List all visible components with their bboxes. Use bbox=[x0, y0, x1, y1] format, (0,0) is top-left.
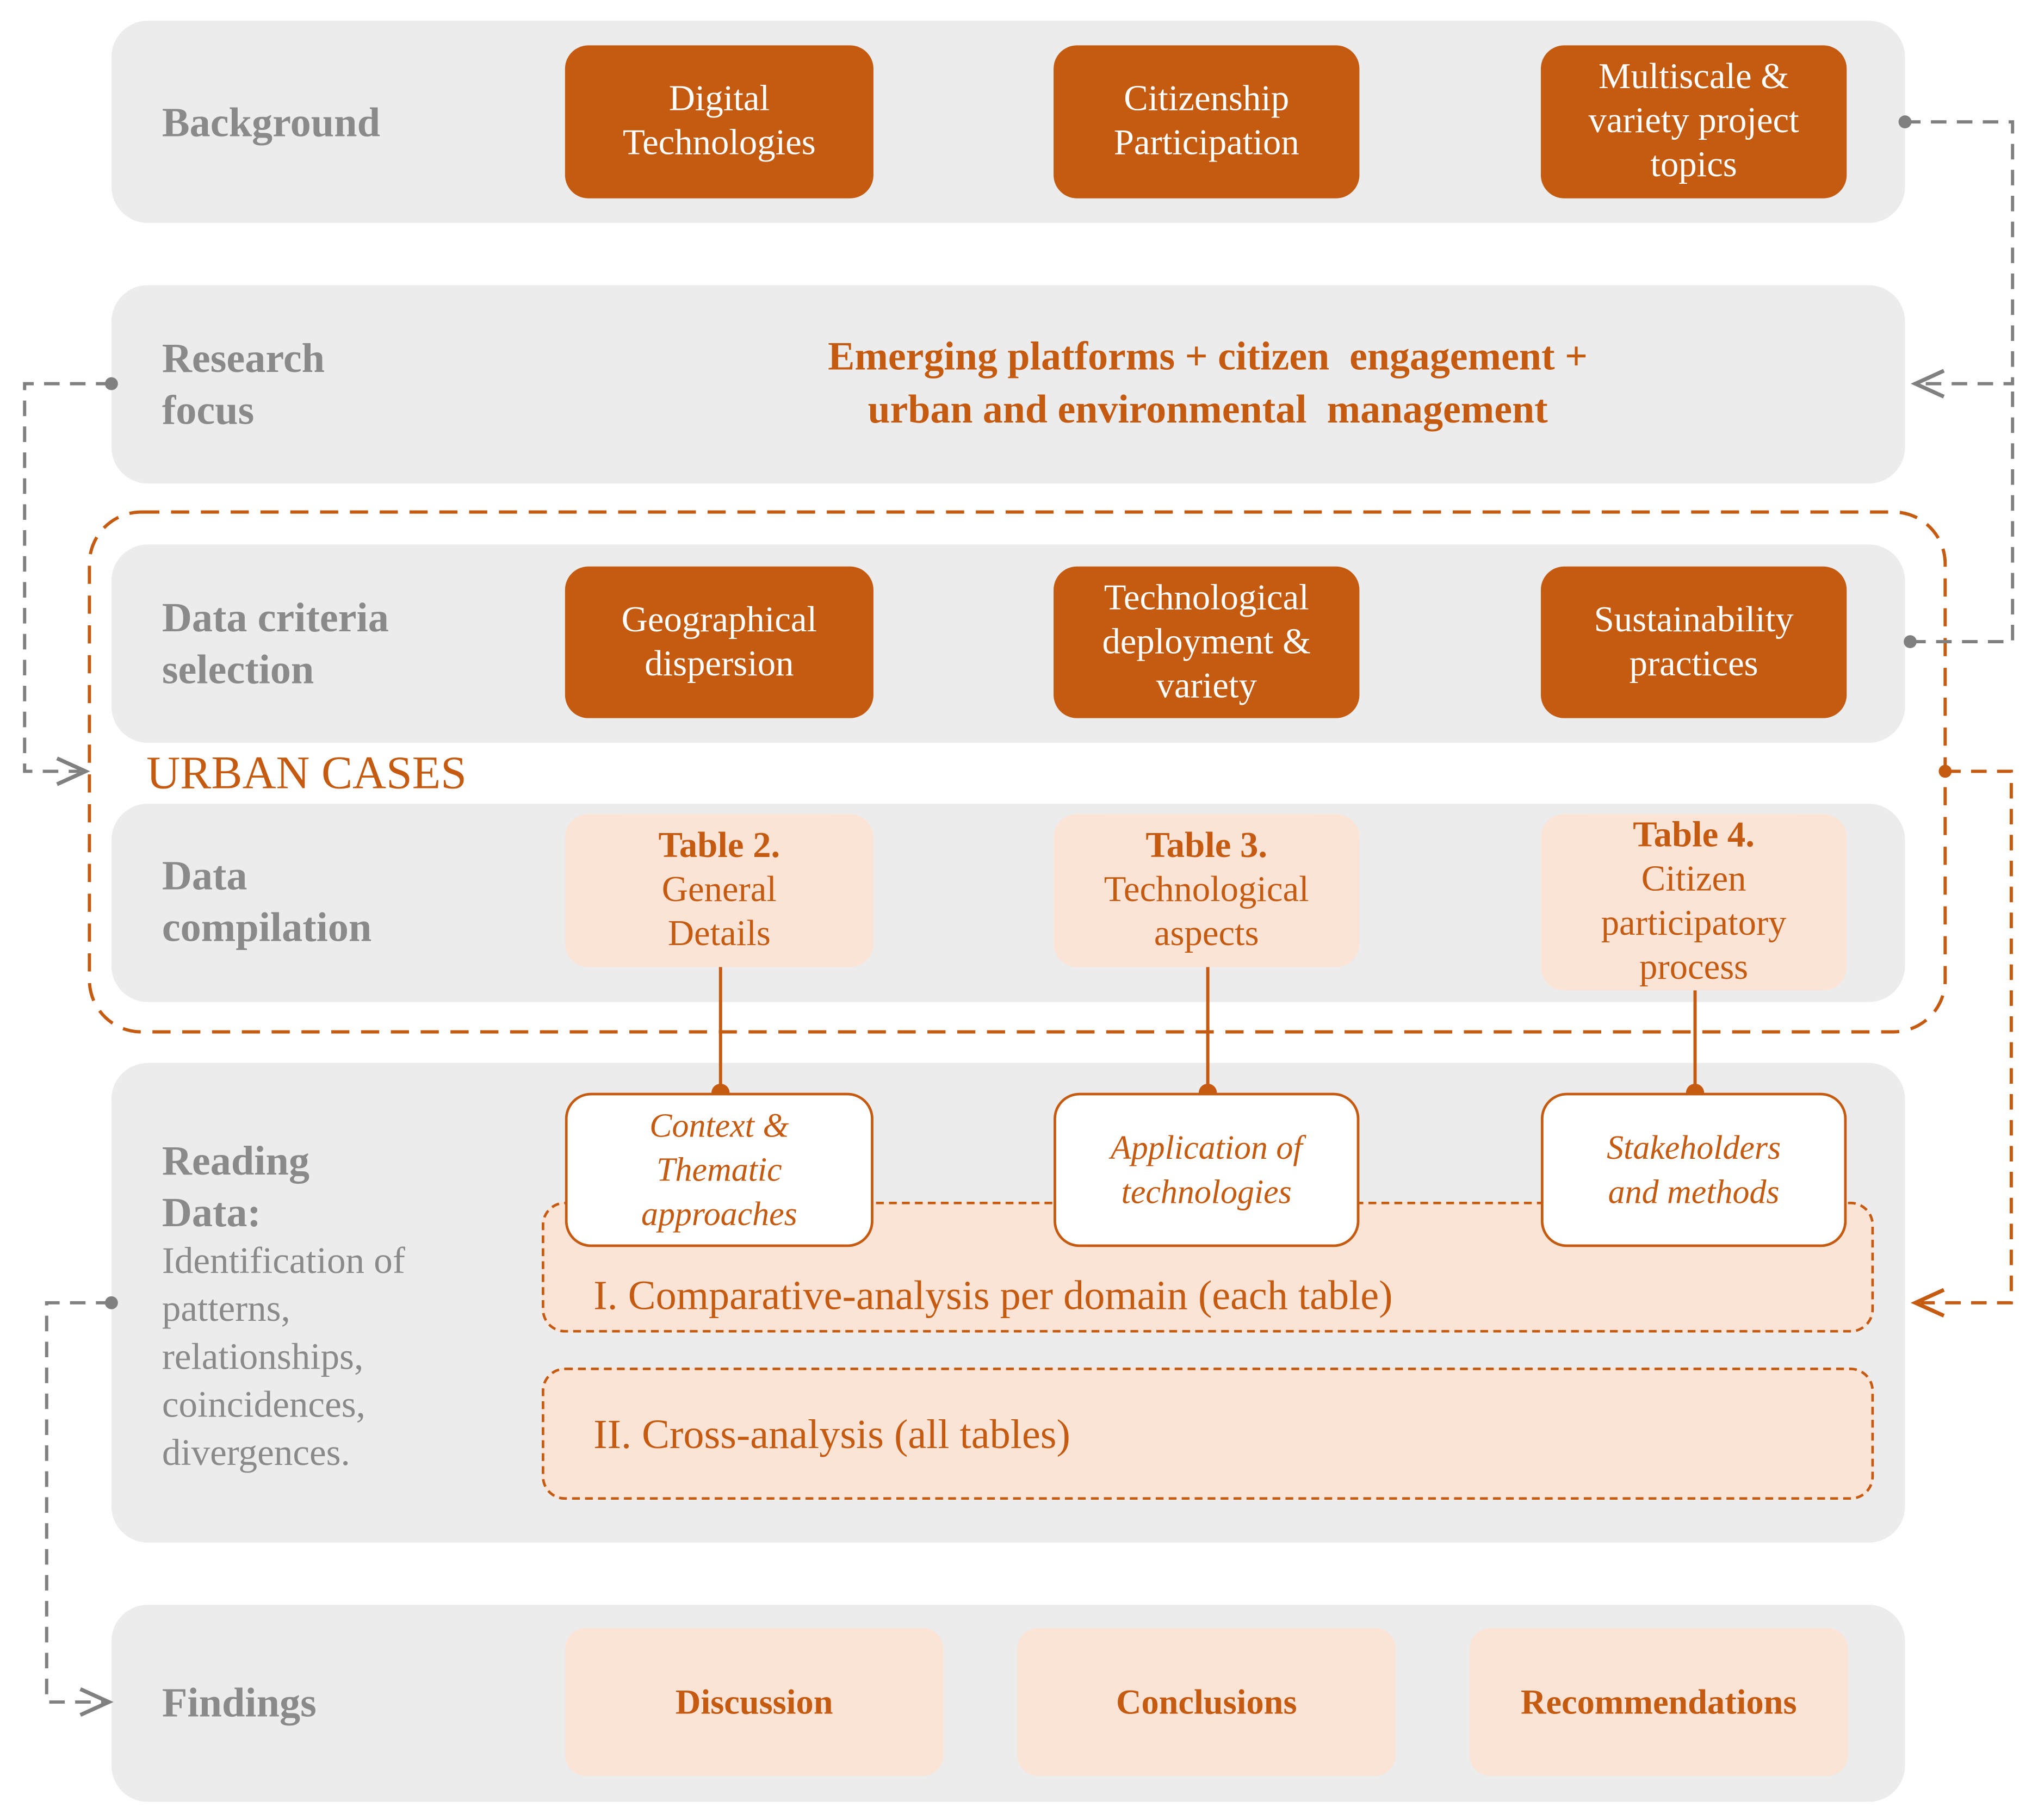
table-4-title: Table 4. bbox=[1633, 815, 1755, 856]
research-focus-text: Emerging platforms + citizen engagement … bbox=[674, 324, 1742, 441]
table-3-box: Table 3. Technological aspects bbox=[1054, 814, 1360, 967]
table-2-box: Table 2. General Details bbox=[565, 814, 873, 967]
comparative-analysis-text: I. Comparative-analysis per domain (each… bbox=[593, 1271, 1393, 1319]
data-compilation-label: Data compilation bbox=[162, 852, 372, 951]
domain-application-technologies: Application of technologies bbox=[1054, 1092, 1360, 1247]
background-item-digital-technologies: Digital Technologies bbox=[565, 45, 873, 198]
connector-arrow bbox=[1910, 1288, 1945, 1318]
connector-dot bbox=[1904, 635, 1917, 648]
research-focus-line-2: urban and environmental management bbox=[868, 386, 1548, 432]
background-label: Background bbox=[162, 98, 380, 145]
criteria-item-technological-deployment: Technological deployment & variety bbox=[1054, 566, 1360, 718]
connector-arrow bbox=[79, 1687, 114, 1717]
domain-stakeholders-methods: Stakeholders and methods bbox=[1540, 1092, 1847, 1247]
connector-cases-to-analysis bbox=[1921, 769, 2013, 1305]
connector-reading-to-findings bbox=[45, 1301, 111, 1704]
finding-recommendations: Recommendations bbox=[1469, 1628, 1848, 1776]
table-3-text: Technological aspects bbox=[1104, 869, 1309, 954]
urban-cases-title: URBAN CASES bbox=[141, 745, 472, 800]
criteria-item-geographical-dispersion: Geographical dispersion bbox=[565, 566, 873, 718]
finding-discussion: Discussion bbox=[565, 1628, 944, 1776]
reading-data-description: Identification of patterns, relationship… bbox=[162, 1240, 405, 1474]
connector-background-to-focus bbox=[1905, 120, 2015, 386]
background-item-citizenship-participation: Citizenship Participation bbox=[1054, 45, 1360, 198]
research-focus-line-1: Emerging platforms + citizen engagement … bbox=[828, 333, 1588, 379]
connector-criteria-to-focus bbox=[1910, 383, 2015, 644]
data-criteria-label: Data criteria selection bbox=[162, 593, 389, 693]
cross-analysis-text: II. Cross-analysis (all tables) bbox=[593, 1409, 1070, 1457]
domain-context-thematic: Context & Thematic approaches bbox=[565, 1092, 873, 1247]
table-2-text: General Details bbox=[661, 869, 777, 954]
connector-arrow bbox=[56, 756, 90, 786]
table-2-title: Table 2. bbox=[658, 825, 780, 866]
findings-label: Findings bbox=[162, 1679, 317, 1725]
reading-data-label: Reading Data: bbox=[162, 1136, 309, 1235]
finding-conclusions: Conclusions bbox=[1017, 1628, 1396, 1776]
connector-arrow bbox=[1910, 369, 1945, 399]
connector-focus-to-cases bbox=[23, 382, 111, 773]
research-focus-label: Research focus bbox=[162, 334, 325, 433]
table-4-box: Table 4. Citizen participatory process bbox=[1540, 814, 1847, 991]
research-focus-band bbox=[111, 285, 1905, 484]
connector-dot bbox=[1938, 765, 1952, 778]
background-item-multiscale-topics: Multiscale & variety project topics bbox=[1540, 45, 1847, 198]
table-4-text: Citizen participatory process bbox=[1601, 859, 1787, 988]
criteria-item-sustainability-practices: Sustainability practices bbox=[1540, 566, 1847, 718]
cross-analysis-box: II. Cross-analysis (all tables) bbox=[541, 1368, 1874, 1500]
table-3-title: Table 3. bbox=[1145, 825, 1268, 866]
